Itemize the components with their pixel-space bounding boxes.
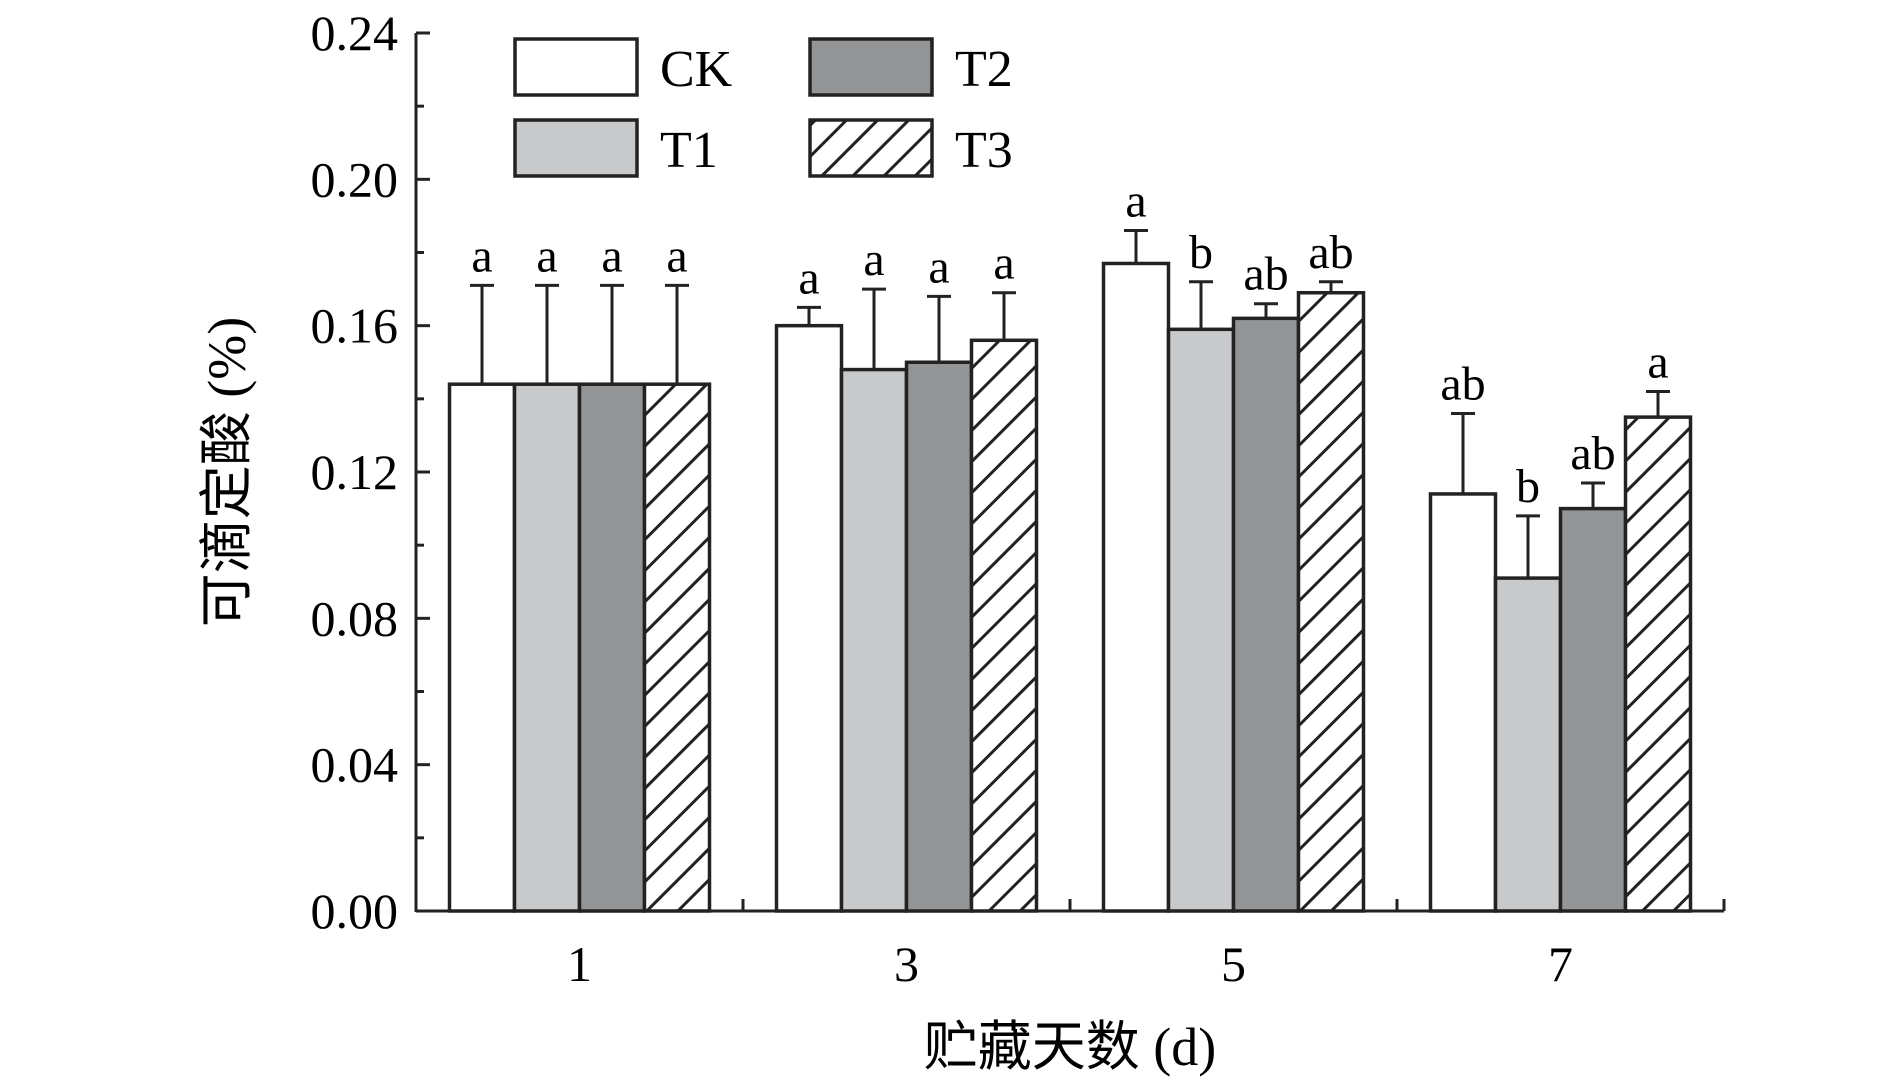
bar-t3 <box>969 338 1039 913</box>
x-tick-label: 5 <box>1221 936 1246 992</box>
significance-label: a <box>1125 175 1146 228</box>
y-tick-label: 0.00 <box>311 883 399 939</box>
legend-swatch-t1 <box>513 118 639 178</box>
bar-t1 <box>1166 327 1236 913</box>
bar-ck <box>1428 492 1498 913</box>
legend-swatch-t3 <box>808 118 934 178</box>
significance-label: a <box>798 251 819 304</box>
bar-t1 <box>1493 576 1563 913</box>
bar-t1 <box>512 382 582 913</box>
y-tick-label: 0.20 <box>311 151 399 207</box>
bar-t2 <box>577 382 647 913</box>
y-tick-label: 0.08 <box>311 590 399 646</box>
bar-t2 <box>1558 506 1628 913</box>
y-axis-label: 可滴定酸 (%) <box>197 317 257 627</box>
legend-swatch-ck <box>513 37 639 97</box>
y-tick-label: 0.16 <box>311 298 399 354</box>
bar-t2 <box>1231 316 1301 913</box>
significance-label: a <box>666 229 687 282</box>
bar-t3 <box>1296 290 1366 913</box>
significance-label: ab <box>1440 357 1485 410</box>
significance-label: a <box>536 229 557 282</box>
y-tick-label: 0.12 <box>311 444 399 500</box>
bar-t3 <box>1623 415 1693 913</box>
y-tick-label: 0.24 <box>311 5 399 61</box>
significance-label: ab <box>1243 248 1288 301</box>
significance-label: a <box>993 237 1014 290</box>
bar-ck <box>774 323 844 913</box>
significance-label: b <box>1516 460 1540 513</box>
x-tick-label: 7 <box>1548 936 1573 992</box>
significance-label: a <box>601 229 622 282</box>
legend-label-t1: T1 <box>660 122 718 179</box>
bar-t3 <box>642 382 712 913</box>
significance-label: a <box>928 240 949 293</box>
significance-label: a <box>863 233 884 286</box>
legend-label-t3: T3 <box>955 122 1013 179</box>
legend-label-ck: CK <box>660 41 733 98</box>
significance-label: a <box>471 229 492 282</box>
x-axis-label: 贮藏天数 (d) <box>924 1017 1216 1077</box>
bar-t1 <box>839 367 909 913</box>
legend-swatch-t2 <box>808 37 934 97</box>
y-tick-label: 0.04 <box>311 737 399 793</box>
significance-label: ab <box>1570 427 1615 480</box>
bar-t2 <box>904 360 974 913</box>
x-tick-label: 3 <box>894 936 919 992</box>
significance-label: ab <box>1308 226 1353 279</box>
bar-ck <box>447 382 517 913</box>
x-tick-label: 1 <box>567 936 592 992</box>
legend-label-t2: T2 <box>955 41 1013 98</box>
significance-label: b <box>1189 226 1213 279</box>
significance-label: a <box>1647 336 1668 389</box>
bar-ck <box>1101 261 1171 913</box>
axes: 0.00 0.04 0.08 0.12 0.16 0.20 0.24 1 3 5 7 <box>311 5 1726 992</box>
